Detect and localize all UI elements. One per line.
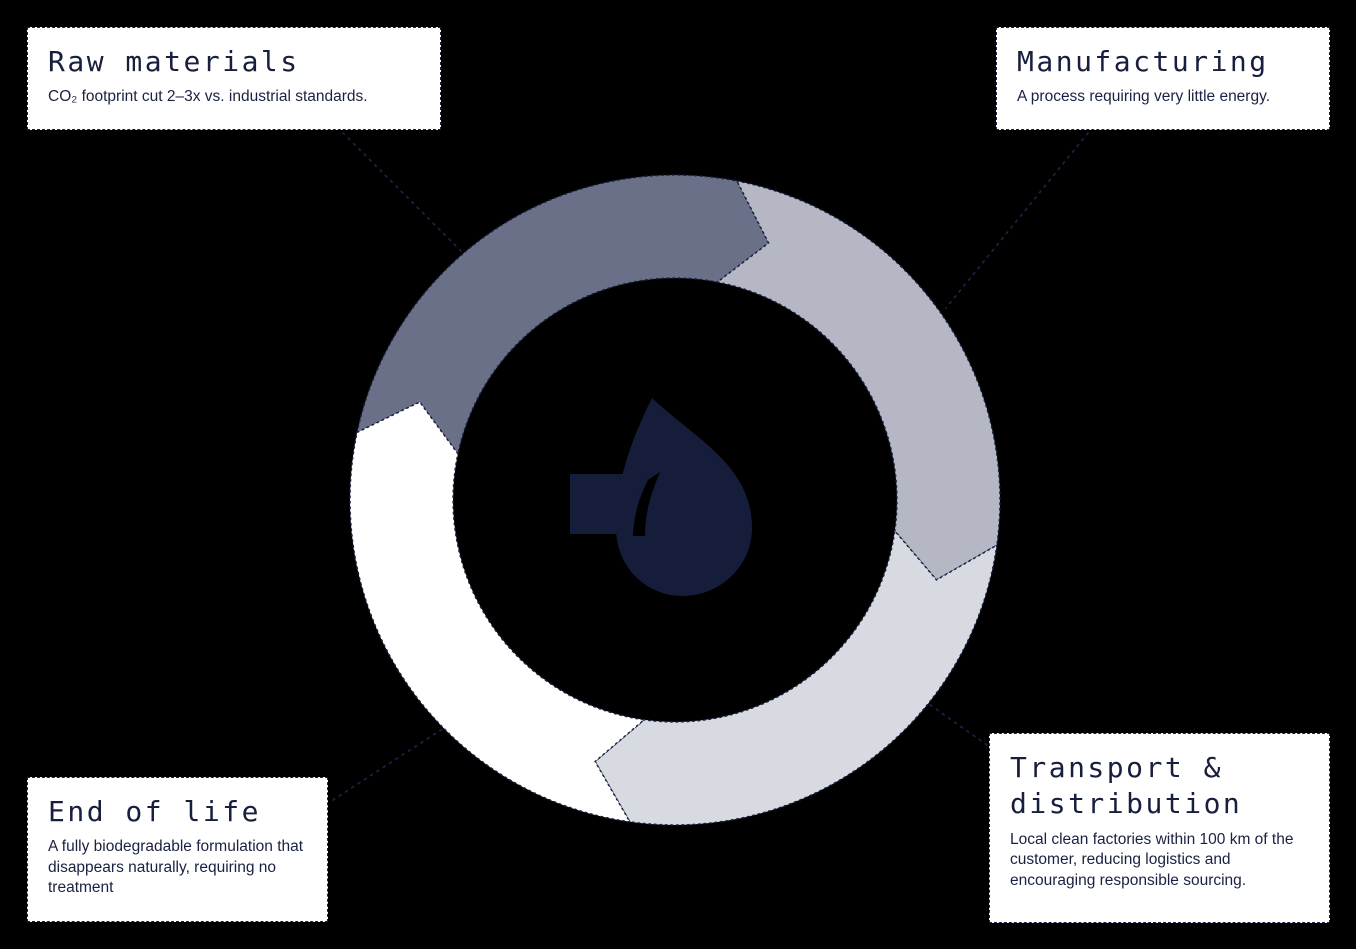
droplet-logo — [570, 398, 752, 596]
card-manufacturing-description: A process requiring very little energy. — [1017, 88, 1270, 106]
connector-line-manufacturing — [945, 132, 1089, 309]
card-end-of-life-title: End of life — [48, 795, 261, 828]
card-raw-materials-title: Raw materials — [48, 45, 300, 78]
card-transport-title: Transport & distribution — [1010, 751, 1243, 821]
card-end-of-life: End of life A fully biodegradable formul… — [27, 777, 328, 922]
card-manufacturing-title: Manufacturing — [1017, 45, 1269, 78]
ring-segment-end-of-life — [349, 401, 646, 823]
ring-segment-raw-materials — [356, 174, 770, 456]
card-transport: Transport & distribution Local clean fac… — [989, 733, 1330, 923]
card-manufacturing: Manufacturing A process requiring very l… — [996, 27, 1330, 130]
card-transport-description: Local clean factories within 100 km of t… — [1010, 830, 1294, 889]
card-end-of-life-description: A fully biodegradable formulation that d… — [48, 838, 304, 897]
ring-segment-transport — [594, 529, 998, 826]
card-raw-materials-description: CO₂ footprint cut 2–3x vs. industrial st… — [48, 88, 368, 106]
connector-line-raw-materials — [342, 132, 479, 269]
ring-segment-manufacturing — [715, 179, 1001, 581]
connector-line-end-of-life — [332, 725, 448, 801]
card-raw-materials: Raw materials CO₂ footprint cut 2–3x vs.… — [27, 27, 441, 130]
